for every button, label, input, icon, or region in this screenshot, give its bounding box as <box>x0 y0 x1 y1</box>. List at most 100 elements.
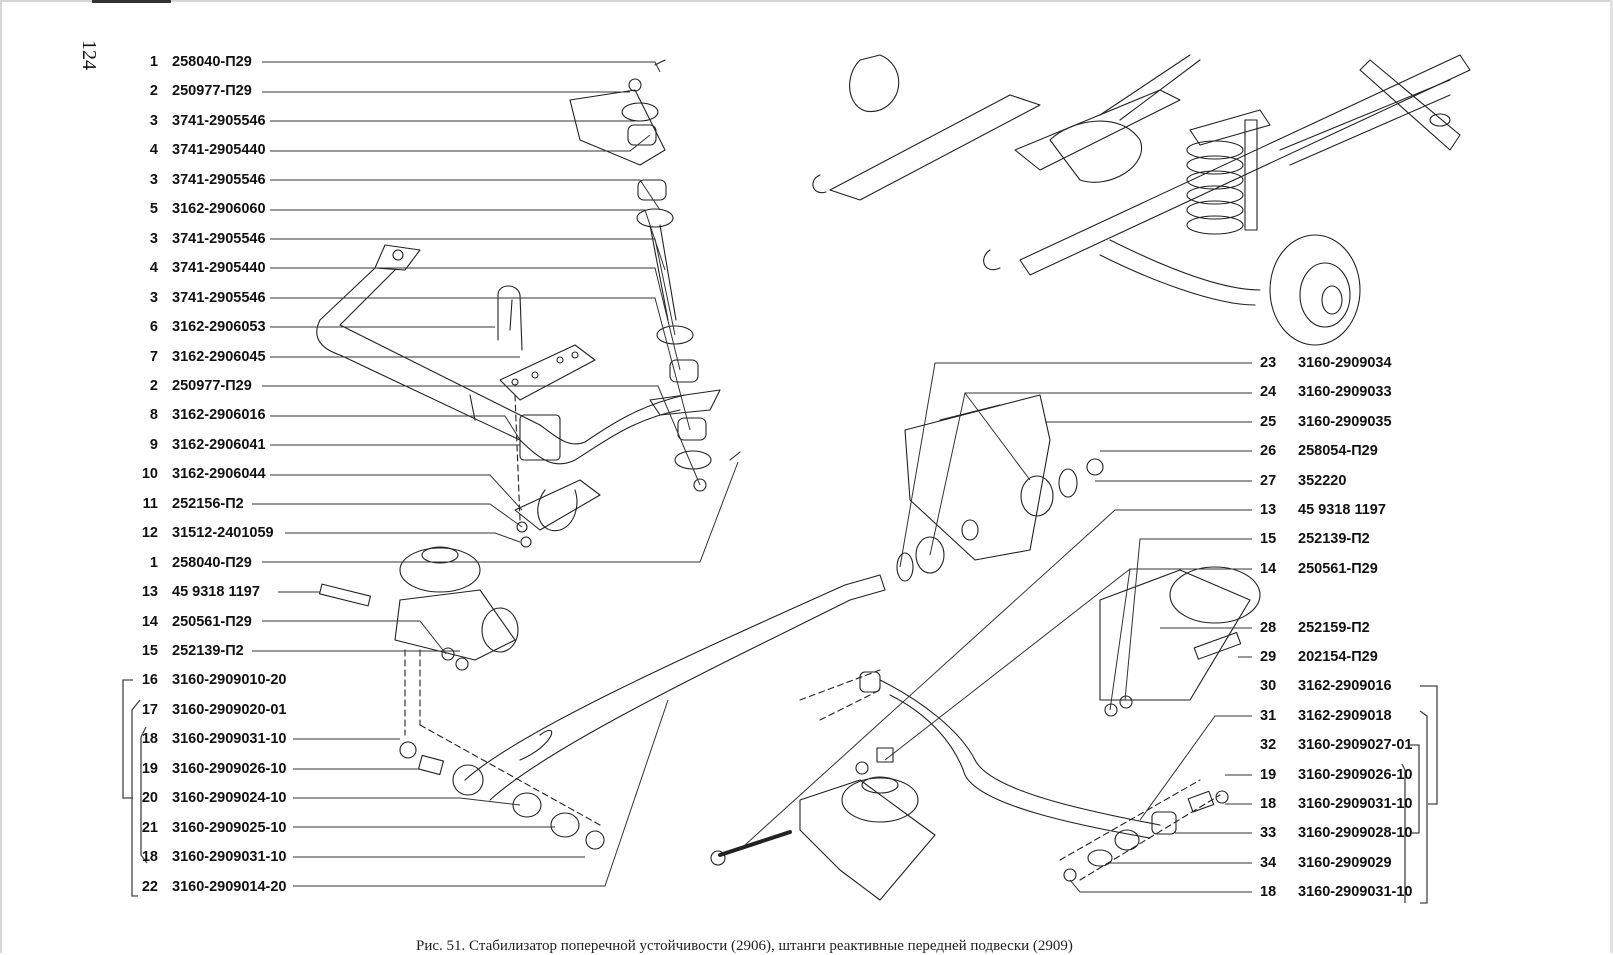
part-callout: 12 31512-2401059 <box>132 524 274 542</box>
part-number: 3162-2906016 <box>172 407 266 424</box>
part-number: 3741-2905546 <box>172 230 266 247</box>
part-callout: 20 3160-2909024-10 <box>132 789 287 807</box>
assembly-brackets <box>122 679 1438 904</box>
part-number: 3160-2909031-10 <box>1298 796 1413 812</box>
part-callout: 2 250977-П29 <box>132 377 252 395</box>
callout-number: 4 <box>149 260 158 277</box>
part-number: 3741-2905546 <box>172 112 266 129</box>
part-number: 3162-2906053 <box>172 319 266 336</box>
callout-number: 5 <box>149 201 158 218</box>
radius-rod-right <box>799 566 1261 882</box>
callout-number: 29 <box>1260 649 1277 665</box>
callout-number: 2 <box>149 377 158 394</box>
callout-number: 2 <box>149 83 158 100</box>
vertical-scrollbar[interactable] <box>1610 0 1613 953</box>
part-number: 3160-2909028-10 <box>1298 825 1413 842</box>
part-number: 3160-2909031-10 <box>172 849 287 866</box>
part-number: 3160-2909031-10 <box>172 731 287 748</box>
chassis-illustration <box>812 54 1471 346</box>
mounting-bracket-parts <box>497 285 601 548</box>
callout-number: 14 <box>1260 560 1277 577</box>
part-number: 3741-2905440 <box>172 260 266 277</box>
part-number: 3160-2909025-10 <box>172 819 287 836</box>
callout-number: 9 <box>149 436 158 453</box>
axle-mount-right <box>710 776 936 901</box>
part-number: 3160-2909035 <box>1298 413 1392 430</box>
callout-number: 23 <box>1260 355 1277 371</box>
callout-number: 15 <box>141 643 158 659</box>
callout-number: 32 <box>1260 737 1277 754</box>
part-number: 3160-2909010-20 <box>172 672 287 689</box>
part-number: 3162-2906044 <box>172 466 266 483</box>
part-number: 3160-2909033 <box>1298 384 1392 401</box>
callout-number: 7 <box>149 348 158 365</box>
callout-number: 30 <box>1260 678 1277 695</box>
part-callout: 18 3160-2909031-10 <box>1260 883 1413 901</box>
callout-number: 12 <box>141 525 158 542</box>
callout-number: 3 <box>149 171 158 188</box>
part-number: 3741-2905546 <box>172 171 266 188</box>
part-number: 3162-2906045 <box>172 348 266 365</box>
part-number: 3160-2909024-10 <box>172 790 287 807</box>
part-number: 3160-2909031-10 <box>1298 884 1413 901</box>
callout-number: 4 <box>149 142 158 159</box>
callout-number: 18 <box>1260 796 1277 812</box>
callout-number: 18 <box>1260 884 1277 901</box>
part-callout: 2 250977-П29 <box>132 82 252 100</box>
callout-number: 13 <box>141 584 158 601</box>
callout-number: 28 <box>1260 619 1277 636</box>
callout-number: 24 <box>1260 384 1277 401</box>
part-number: 252139-П2 <box>1298 531 1370 548</box>
callout-number: 6 <box>149 319 158 336</box>
callout-number: 16 <box>141 672 158 689</box>
part-number: 258040-П29 <box>172 54 252 70</box>
callout-number: 11 <box>142 495 158 512</box>
stabilizer-bar <box>316 244 686 465</box>
part-callout: 7 3162-2906045 <box>132 348 266 366</box>
part-number: 250977-П29 <box>172 83 252 100</box>
figure-caption: Рис. 51. Стабилизатор поперечной устойчи… <box>416 938 1073 954</box>
part-number: 3162-2909018 <box>1298 707 1392 724</box>
callout-number: 1 <box>149 554 158 571</box>
callout-number: 20 <box>141 790 158 807</box>
part-number: 3160-2909020-01 <box>172 701 287 718</box>
part-callout: 24 3160-2909033 <box>1260 383 1392 401</box>
part-callout: 4 3741-2905440 <box>132 259 266 277</box>
part-number: 31512-2401059 <box>172 525 274 542</box>
part-number: 250561-П29 <box>1298 560 1378 577</box>
part-number: 250977-П29 <box>172 377 252 394</box>
part-callout: 3 3741-2905546 <box>132 112 266 130</box>
radius-rod-left <box>399 574 886 850</box>
part-callout: 3 3741-2905546 <box>132 171 266 189</box>
leader-lines <box>252 61 1252 893</box>
rod-bushings-center <box>896 394 1104 582</box>
part-callout: 16 3160-2909010-20 <box>132 671 287 689</box>
callout-number: 3 <box>149 112 158 129</box>
horizontal-scrollbar-thumb[interactable] <box>92 0 171 3</box>
